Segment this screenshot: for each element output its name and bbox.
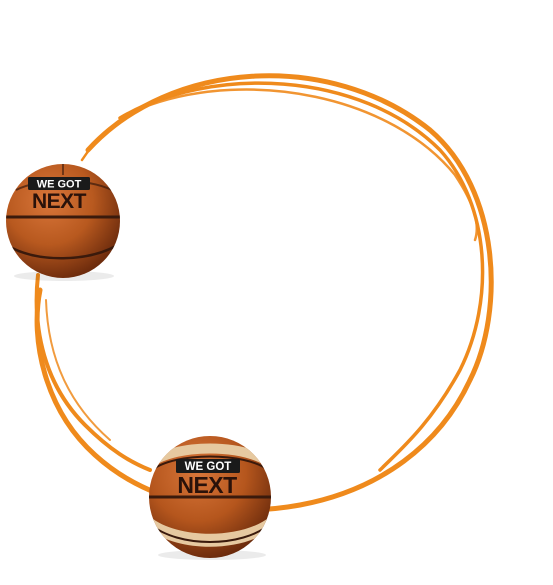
basketball-bottom-logo: WE GOT NEXT: [176, 459, 240, 498]
basketball-bottom-panels: [149, 443, 271, 547]
brush-stroke-left-thin: [45, 299, 111, 441]
ball-bottom-logo-line1: WE GOT: [185, 461, 232, 473]
orange-brush-ring: [34, 73, 494, 513]
brush-stroke-left: [34, 273, 152, 472]
ball-bottom-logo-line2: NEXT: [177, 472, 237, 498]
basketball-bottom: WE GOT NEXT: [149, 436, 271, 560]
brush-stroke-inner: [148, 88, 479, 242]
basketball-top-logo: WE GOT NEXT: [28, 177, 90, 213]
ball-top-logo-line1: WE GOT: [37, 179, 82, 191]
brush-stroke-main: [34, 73, 494, 513]
ball-top-logo-line2: NEXT: [32, 190, 87, 213]
basketball-top: WE GOT NEXT: [6, 164, 120, 281]
brush-stroke-top-left: [80, 114, 130, 162]
brush-stroke-outer: [118, 81, 485, 472]
